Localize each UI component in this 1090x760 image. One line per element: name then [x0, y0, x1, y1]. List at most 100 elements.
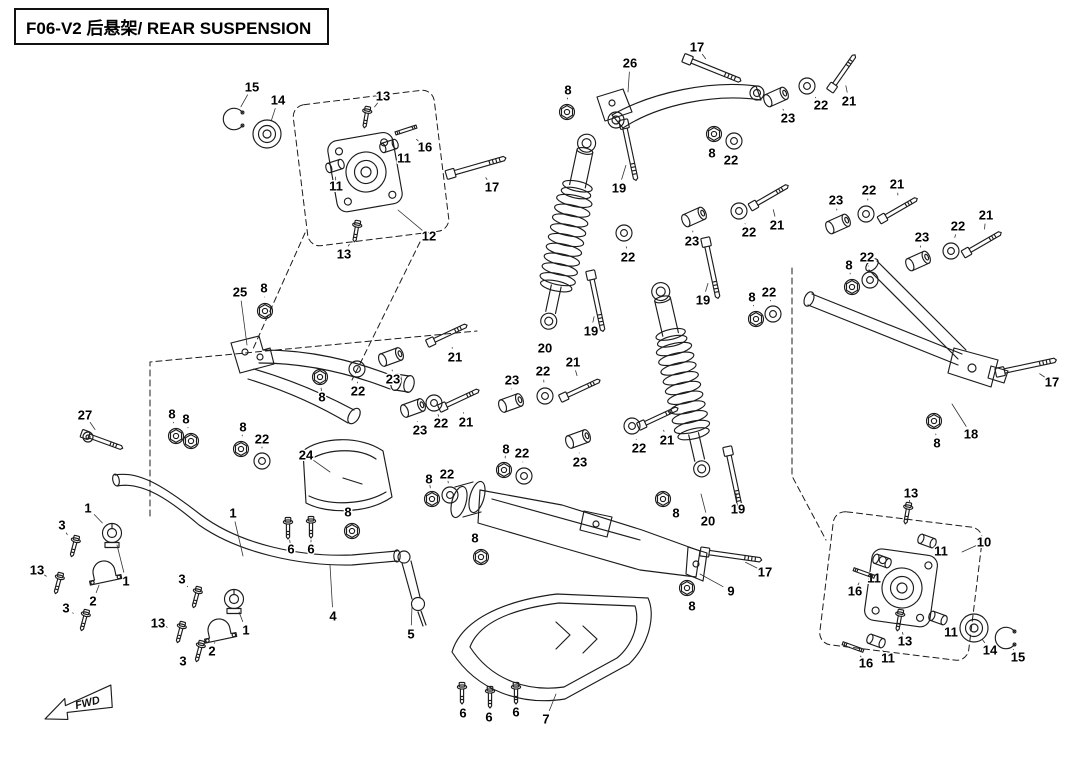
part-nut — [311, 368, 329, 386]
part-number-callout: 6 — [485, 710, 492, 725]
part-number-callout: 13 — [904, 486, 918, 501]
part-number-callout: 17 — [1045, 375, 1059, 390]
part-nut — [747, 310, 765, 328]
part-number-callout: 25 — [233, 285, 247, 300]
leader-line — [984, 223, 986, 230]
heat-shield-24 — [302, 439, 393, 512]
leader-line — [548, 693, 557, 712]
leader-line — [902, 631, 904, 635]
part-sleeve — [927, 609, 949, 627]
part-number-callout: 1 — [229, 506, 236, 521]
part-number-callout: 3 — [178, 572, 185, 587]
part-number-callout: 22 — [742, 225, 756, 240]
leader-line — [397, 209, 423, 231]
part-washer — [730, 202, 748, 220]
leader-line — [1039, 373, 1045, 378]
part-number-callout: 1 — [84, 501, 91, 516]
leader-line — [699, 573, 724, 588]
part-number-callout: 12 — [422, 229, 436, 244]
part-number-callout: 23 — [915, 230, 929, 245]
leader-line — [951, 403, 967, 427]
shock-absorber-rear — [640, 278, 722, 482]
leader-line — [270, 108, 276, 122]
part-bolt-med — [825, 51, 859, 94]
part-number-callout: 22 — [351, 384, 365, 399]
detail-boundaries — [149, 89, 983, 661]
part-washer — [536, 387, 554, 405]
part-sleeve — [871, 552, 893, 570]
part-nut — [925, 412, 943, 430]
part-number-callout: 17 — [758, 565, 772, 580]
part-bolt-med — [436, 385, 482, 413]
part-number-callout: 8 — [471, 531, 478, 546]
part-screw — [282, 516, 294, 540]
leader-line — [627, 71, 630, 93]
part-number-callout: 16 — [418, 140, 432, 155]
leader-line — [240, 94, 248, 108]
end-link-5 — [397, 550, 427, 627]
part-washer — [764, 305, 782, 323]
a-arm-18 — [803, 258, 1009, 388]
part-number-callout: 11 — [881, 651, 895, 666]
part-number-callout: 22 — [862, 183, 876, 198]
part-bolt-med — [876, 194, 920, 225]
part-bushing — [823, 212, 853, 236]
leader-line — [485, 177, 488, 180]
leader-line — [882, 650, 885, 653]
part-number-callout: 22 — [621, 250, 635, 265]
leader-line — [416, 138, 419, 142]
part-number-callout: 23 — [386, 372, 400, 387]
part-stud — [394, 124, 418, 136]
leader-line — [845, 85, 848, 93]
part-number-callout: 11 — [397, 151, 411, 166]
part-number-callout: 21 — [770, 218, 784, 233]
leader-line — [782, 108, 784, 111]
part-number-callout: 21 — [459, 415, 473, 430]
part-nut — [232, 440, 250, 458]
leader-line — [745, 561, 758, 569]
part-number-callout: 22 — [440, 467, 454, 482]
leader-line — [859, 655, 863, 659]
part-number-callout: 6 — [512, 705, 519, 720]
part-number-callout: 13 — [151, 616, 165, 631]
diagram-title-block: F06-V2 后悬架/ REAR SUSPENSION — [14, 8, 330, 45]
part-bolt-long — [722, 445, 746, 509]
part-number-callout: 22 — [515, 446, 529, 461]
part-number-callout: 15 — [245, 80, 259, 95]
part-number-callout: 8 — [933, 436, 940, 451]
part-mount-rubber — [101, 522, 123, 549]
part-number-callout: 22 — [255, 432, 269, 447]
part-number-callout: 21 — [660, 433, 674, 448]
part-number-callout: 17 — [690, 40, 704, 55]
leader-line — [93, 514, 103, 524]
part-nut — [256, 302, 274, 320]
part-number-callout: 15 — [1011, 650, 1025, 665]
part-number-callout: 10 — [977, 535, 991, 550]
part-number-callout: 13 — [30, 563, 44, 578]
fwd-indicator: FWD — [44, 684, 113, 721]
diagram-title: F06-V2 后悬架/ REAR SUSPENSION — [26, 19, 312, 38]
part-number-callout: 8 — [318, 390, 325, 405]
part-screw — [188, 585, 204, 610]
part-number-callout: 17 — [485, 180, 499, 195]
part-number-callout: 2 — [89, 594, 96, 609]
part-screw — [76, 608, 92, 633]
part-number-callout: 20 — [538, 341, 552, 356]
part-number-callout: 7 — [542, 712, 549, 727]
part-washer — [253, 452, 271, 470]
leader-line — [701, 53, 707, 60]
part-number-callout: 22 — [860, 250, 874, 265]
part-number-callout: 19 — [612, 181, 626, 196]
part-bolt-med — [424, 320, 470, 348]
leader-line — [374, 102, 378, 108]
part-nut — [472, 548, 490, 566]
part-snapring — [222, 107, 245, 131]
part-washer — [515, 467, 533, 485]
part-bushing — [761, 85, 791, 109]
part-bolt-long — [700, 236, 724, 300]
diagram-line-art: FWD — [44, 83, 1009, 721]
part-bushing — [376, 346, 406, 368]
leader-line — [240, 300, 248, 346]
leader-line — [95, 584, 100, 593]
